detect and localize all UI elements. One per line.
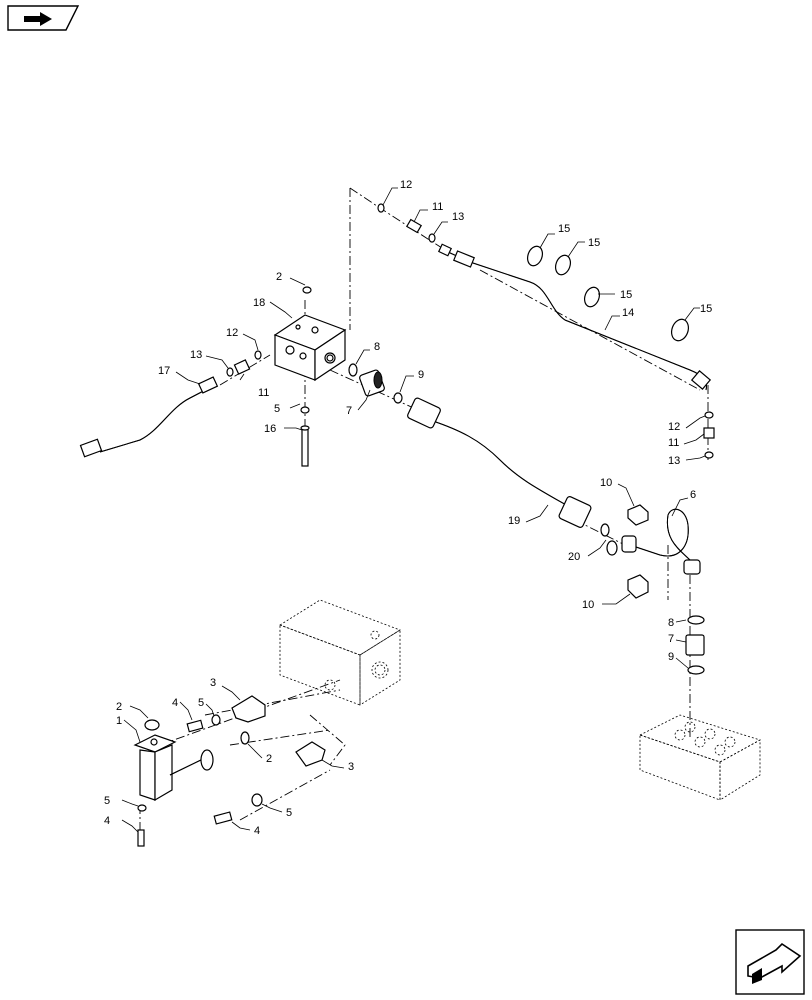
next-page-arrow-icon[interactable]: [735, 929, 805, 995]
callout-4: 4: [172, 697, 178, 709]
bolts-4-washers-5: [137, 714, 263, 847]
callout-19: 19: [508, 515, 520, 527]
callout-13: 13: [668, 455, 680, 467]
tube-14: [437, 243, 712, 391]
callout-6: 6: [690, 489, 696, 501]
callout-5: 5: [198, 697, 204, 709]
hose-19: [407, 397, 618, 556]
callout-13: 13: [190, 349, 202, 361]
callout-2: 2: [276, 271, 282, 283]
right-fittings: [703, 411, 715, 459]
callout-4: 4: [104, 815, 110, 827]
ghost-block: [279, 599, 401, 706]
valve-block-18: [273, 286, 347, 382]
tube-6: [621, 504, 701, 599]
bracket-1: [133, 719, 214, 802]
clamps-3: [231, 695, 326, 767]
callout-15: 15: [620, 289, 632, 301]
callout-15: 15: [558, 223, 570, 235]
callout-5: 5: [104, 795, 110, 807]
left-fittings: [226, 350, 262, 377]
callout-12: 12: [226, 327, 238, 339]
callout-17: 17: [158, 365, 170, 377]
callout-3: 3: [348, 761, 354, 773]
callout-1: 1: [116, 715, 122, 727]
callout-8: 8: [374, 341, 380, 353]
callout-labels: 12 11 13 15 15 15 15 14 2 18 12 13 17 11…: [104, 179, 712, 837]
callout-14: 14: [622, 307, 634, 319]
assembly-lines: [139, 187, 709, 835]
callout-10: 10: [600, 477, 612, 489]
callout-15: 15: [588, 237, 600, 249]
callout-7: 7: [668, 633, 674, 645]
callout-18: 18: [253, 297, 265, 309]
callout-12: 12: [400, 179, 412, 191]
callout-8: 8: [668, 617, 674, 629]
bolt-16: [300, 406, 310, 467]
upper-fittings: [377, 203, 436, 243]
lower-right-fittings: [685, 615, 705, 675]
callout-20: 20: [568, 551, 580, 563]
callout-5: 5: [286, 807, 292, 819]
callout-16: 16: [264, 423, 276, 435]
callout-11: 11: [258, 387, 269, 399]
callout-11: 11: [432, 201, 443, 213]
callout-13: 13: [452, 211, 464, 223]
page-nav-icon[interactable]: [7, 5, 80, 31]
block-fittings: [348, 363, 403, 404]
callout-2: 2: [116, 701, 122, 713]
tube-17: [79, 376, 219, 458]
callout-7: 7: [346, 405, 352, 417]
clamp-rings-15: [526, 245, 690, 342]
callout-10: 10: [582, 599, 594, 611]
callout-5: 5: [274, 403, 280, 415]
callout-9: 9: [418, 369, 424, 381]
callout-4: 4: [254, 825, 260, 837]
callout-12: 12: [668, 421, 680, 433]
callout-3: 3: [210, 677, 216, 689]
callout-15: 15: [700, 303, 712, 315]
callout-11: 11: [668, 437, 679, 449]
valve-bank: [638, 714, 762, 801]
callout-9: 9: [668, 651, 674, 663]
callout-2: 2: [266, 753, 272, 765]
